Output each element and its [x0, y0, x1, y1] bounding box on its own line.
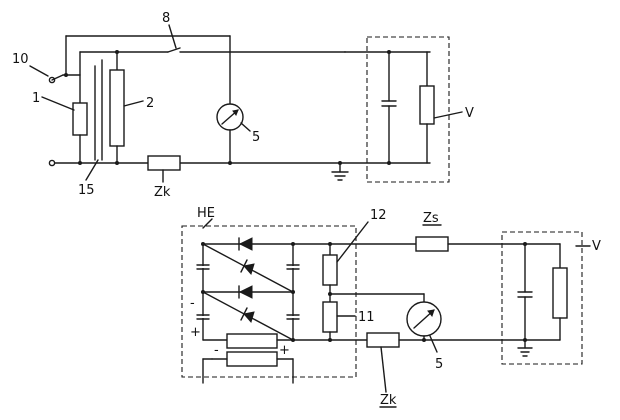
- label-zk-bottom: Zk: [380, 393, 397, 408]
- sign-plus-2: +: [279, 343, 290, 358]
- sign-plus-1: +: [190, 325, 201, 340]
- zk-bottom: [366, 332, 400, 348]
- label-zk-top: Zk: [154, 185, 171, 200]
- sign-minus-2: -: [214, 343, 219, 358]
- diode-3: [238, 285, 253, 299]
- v-box-top: [366, 36, 450, 183]
- label-he: HE: [197, 206, 215, 221]
- label-15: 15: [78, 183, 95, 198]
- label-2: 2: [146, 96, 154, 111]
- component-12: [322, 254, 338, 286]
- he-resistor-b: [226, 351, 278, 367]
- diode-1: [238, 237, 253, 251]
- terminal-bottom: [48, 159, 56, 167]
- top-circuit: 10 8 1 2 5 15 Zk V: [12, 11, 474, 200]
- he-resistor-a: [226, 333, 278, 349]
- sign-minus-1: -: [190, 296, 195, 311]
- component-11: [322, 301, 338, 333]
- label-10: 10: [12, 52, 29, 67]
- v-resistor-top: [419, 85, 435, 125]
- label-v-top: V: [465, 106, 474, 121]
- bottom-circuit: - + - +: [181, 206, 601, 408]
- label-11: 11: [358, 310, 375, 325]
- label-zs: Zs: [423, 211, 439, 226]
- zk-top: [147, 155, 181, 171]
- zs-resistor: [415, 236, 449, 252]
- diode-2: [243, 263, 255, 276]
- component-2: [109, 69, 125, 147]
- label-5-bottom: 5: [435, 357, 443, 372]
- diode-4: [243, 311, 255, 324]
- label-12: 12: [370, 208, 387, 223]
- component-1: [72, 102, 88, 136]
- label-5-top: 5: [252, 130, 260, 145]
- v-box-bottom: [501, 231, 583, 365]
- label-8: 8: [162, 11, 170, 26]
- label-v-bottom: V: [592, 239, 601, 254]
- v-resistor-bottom: [552, 267, 568, 319]
- element-8: [167, 47, 181, 53]
- he-box: [181, 225, 357, 378]
- label-1: 1: [32, 91, 40, 106]
- terminal-10: [48, 76, 56, 84]
